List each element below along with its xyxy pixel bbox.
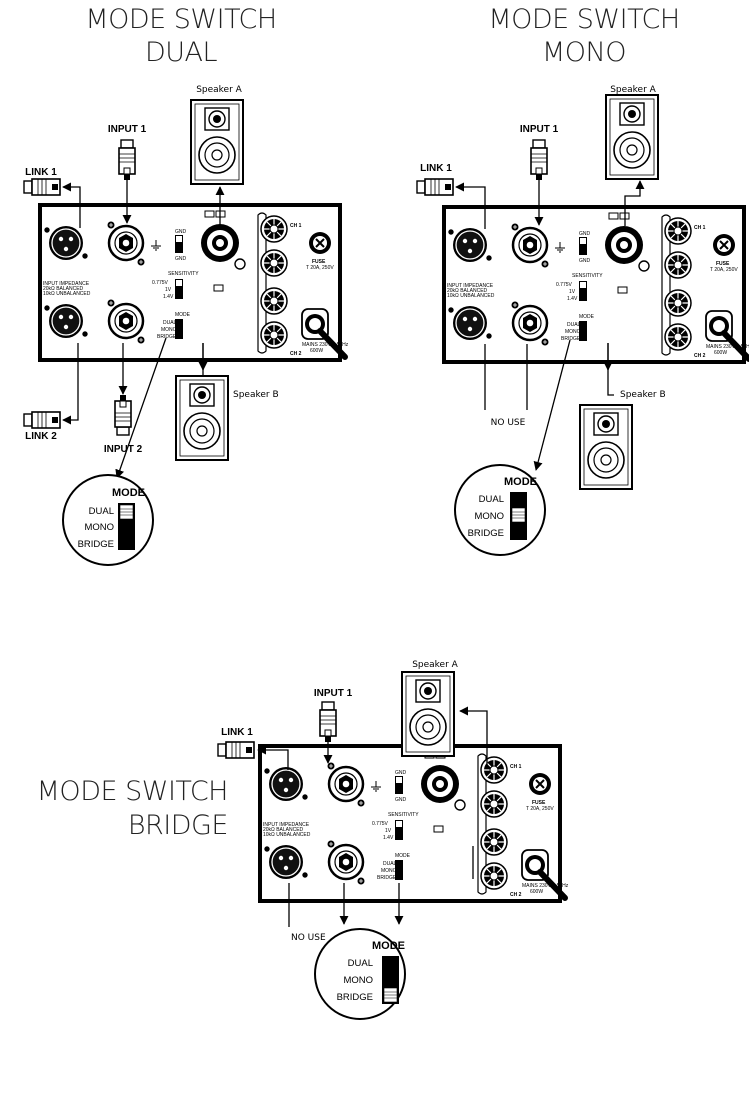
speaker-b-label: Speaker B: [233, 390, 279, 400]
link1-label: LINK 1: [25, 167, 57, 178]
speaker-a-label: Speaker A: [412, 660, 458, 670]
panel-dual-title-line1: MODE SWITCH: [85, 4, 276, 35]
mode-switch-callout: MODE DUAL MONO BRIDGE: [314, 928, 406, 1020]
link1-connector: [416, 178, 454, 196]
mode-title: MODE: [372, 940, 405, 952]
link1-connector: [23, 178, 61, 196]
link1-label: LINK 1: [221, 727, 253, 738]
input2-connector: [114, 394, 132, 436]
speaker-b: [175, 375, 229, 461]
mode-option-bridge: BRIDGE: [337, 992, 373, 1003]
no-use-label: NO USE: [491, 418, 526, 428]
amplifier-rear-panel: [40, 205, 349, 360]
panel-dual: MODE SWITCH DUAL Speaker A INPUT 1 LINK …: [23, 4, 349, 566]
link1-label: LINK 1: [420, 163, 452, 174]
mode-switch-callout: MODE DUAL MONO BRIDGE: [62, 474, 154, 566]
mode-option-mono: MONO: [84, 522, 114, 533]
input1-connector: [319, 701, 337, 743]
panel-mono-title-line1: MODE SWITCH: [488, 4, 679, 35]
panel-mono: MODE SWITCH MONO Speaker A INPUT 1 LINK …: [416, 4, 749, 556]
input1-label: INPUT 1: [520, 124, 559, 135]
mode-switch-callout: MODE DUAL MONO BRIDGE: [454, 464, 546, 556]
amplifier-rear-panel: [260, 746, 569, 901]
input1-connector: [530, 139, 548, 181]
mode-option-mono: MONO: [474, 511, 504, 522]
speaker-b: [579, 404, 633, 490]
mode-option-dual: DUAL: [89, 506, 114, 517]
speaker-a: [605, 94, 659, 180]
speaker-b-label: Speaker B: [620, 390, 666, 400]
panel-bridge: MODE SWITCH BRIDGE Speaker A INPUT 1 LIN…: [37, 660, 569, 1020]
panel-dual-title-line2: DUAL: [145, 37, 218, 68]
panel-bridge-title-line1: MODE SWITCH: [37, 776, 228, 807]
input1-label: INPUT 1: [314, 688, 353, 699]
mode-option-dual: DUAL: [479, 494, 504, 505]
mode-title: MODE: [112, 487, 145, 499]
link2-label: LINK 2: [25, 431, 57, 442]
input2-label: INPUT 2: [104, 444, 143, 455]
speaker-a: [190, 99, 244, 185]
amplifier-rear-panel: [444, 207, 749, 362]
mode-option-mono: MONO: [343, 975, 373, 986]
mode-title: MODE: [504, 476, 537, 488]
link1-connector: [217, 741, 255, 759]
mode-option-bridge: BRIDGE: [468, 528, 504, 539]
panel-bridge-title-line2: BRIDGE: [128, 810, 228, 841]
speaker-a-label: Speaker A: [610, 85, 656, 95]
no-use-label: NO USE: [291, 933, 326, 943]
panel-mono-title-line2: MONO: [542, 37, 626, 68]
mode-option-dual: DUAL: [348, 958, 373, 969]
mode-option-bridge: BRIDGE: [78, 539, 114, 550]
speaker-a: [401, 671, 455, 757]
input1-connector: [118, 139, 136, 181]
speaker-a-label: Speaker A: [196, 85, 242, 95]
input1-label: INPUT 1: [108, 124, 147, 135]
link2-connector: [23, 411, 61, 429]
